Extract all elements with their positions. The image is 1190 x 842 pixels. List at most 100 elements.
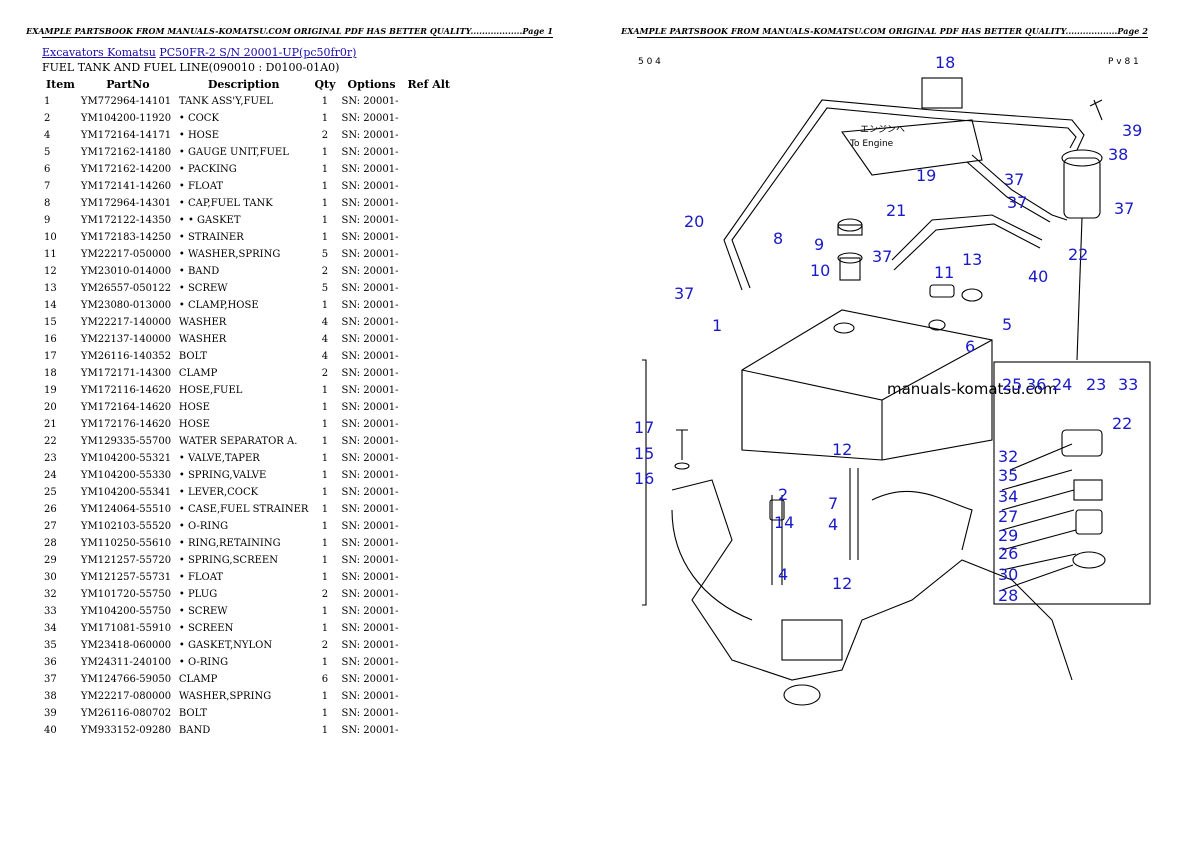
callout-9: 9 (814, 235, 824, 254)
callout-8: 8 (773, 229, 783, 248)
callout-39: 39 (1122, 121, 1142, 140)
quantity-cell: 1 (321, 487, 329, 498)
options-cell: SN: 20001- (341, 317, 399, 328)
description-cell: • O-RING (178, 657, 229, 668)
ref-alt-cell (404, 314, 455, 331)
callout-37-d: 37 (872, 247, 892, 266)
quantity-cell: 4 (321, 334, 329, 345)
description-cell: CLAMP (178, 368, 218, 379)
ref-alt-cell (404, 535, 455, 552)
ref-alt-cell (404, 705, 455, 722)
part-number-cell: YM104200-55330 (80, 470, 172, 481)
quantity-cell: 1 (321, 623, 329, 634)
detail-inset-frame (993, 361, 1151, 605)
callout-37-a: 37 (1004, 170, 1024, 189)
part-number-cell: YM110250-55610 (80, 538, 172, 549)
description-cell: • SPRING,VALVE (178, 470, 267, 481)
callout-2: 2 (778, 485, 788, 504)
quantity-cell: 1 (321, 385, 329, 396)
diagram-code-left: 5 0 4 (638, 57, 661, 67)
options-cell: SN: 20001- (341, 385, 399, 396)
quantity-cell: 5 (321, 283, 329, 294)
item-number-cell: 28 (44, 538, 57, 549)
item-number-cell: 33 (44, 606, 57, 617)
part-number-cell: YM172122-14350 (80, 215, 172, 226)
breadcrumb-model-link[interactable]: PC50FR-2 S/N 20001-UP(pc50fr0r) (159, 46, 357, 59)
item-number-cell: 7 (44, 181, 51, 192)
callout-30: 30 (998, 565, 1018, 584)
ref-alt-cell (404, 178, 455, 195)
options-cell: SN: 20001- (341, 708, 399, 719)
engine-label-jp: エンジンへ (860, 125, 905, 135)
hose-19-drawing (971, 154, 1068, 221)
ref-alt-cell (404, 433, 455, 450)
quantity-cell: 2 (321, 266, 329, 277)
callout-32: 32 (998, 447, 1018, 466)
item-number-cell: 39 (44, 708, 57, 719)
ref-alt-cell (404, 382, 455, 399)
callout-20: 20 (684, 212, 704, 231)
options-cell: SN: 20001- (341, 657, 399, 668)
options-cell: SN: 20001- (341, 623, 399, 634)
item-number-cell: 29 (44, 555, 57, 566)
quantity-cell: 1 (321, 300, 329, 311)
description-cell: • WASHER,SPRING (178, 249, 281, 260)
quantity-cell: 1 (321, 470, 329, 481)
callout-38: 38 (1108, 145, 1128, 164)
description-cell: • PACKING (178, 164, 237, 175)
item-number-cell: 38 (44, 691, 57, 702)
callout-12-b: 12 (832, 574, 852, 593)
item-number-cell: 2 (44, 113, 51, 124)
options-cell: SN: 20001- (341, 538, 399, 549)
callout-36: 36 (1026, 375, 1046, 394)
callout-28: 28 (998, 586, 1018, 605)
part-number-cell: YM22217-140000 (80, 317, 172, 328)
description-cell: WATER SEPARATOR A. (178, 436, 298, 447)
engine-label-en: To Engine (849, 139, 894, 149)
ref-alt-cell (404, 93, 455, 110)
quantity-cell: 1 (321, 521, 329, 532)
item-number-cell: 1 (44, 96, 51, 107)
description-cell: WASHER (178, 317, 227, 328)
options-cell: SN: 20001- (341, 266, 399, 277)
options-cell: SN: 20001- (341, 555, 399, 566)
quantity-cell: 1 (321, 436, 329, 447)
column-header: Options (347, 78, 396, 91)
callout-23: 23 (1086, 375, 1106, 394)
part-number-cell: YM22217-050000 (80, 249, 172, 260)
breadcrumb-category-link[interactable]: Excavators Komatsu (42, 46, 156, 59)
item-number-cell: 17 (44, 351, 57, 362)
description-cell: • SCREW (178, 283, 228, 294)
description-cell: • FLOAT (178, 572, 224, 583)
item-number-cell: 5 (44, 147, 51, 158)
part-number-cell: YM101720-55750 (80, 589, 172, 600)
callout-33: 33 (1118, 375, 1138, 394)
part-number-cell: YM171081-55910 (80, 623, 172, 634)
quantity-cell: 1 (321, 419, 329, 430)
options-cell: SN: 20001- (341, 351, 399, 362)
ref-alt-cell (404, 331, 455, 348)
description-cell: • HOSE (178, 130, 220, 141)
quantity-cell: 1 (321, 555, 329, 566)
options-cell: SN: 20001- (341, 419, 399, 430)
item-number-cell: 40 (44, 725, 57, 736)
part-number-cell: YM22137-140000 (80, 334, 172, 345)
quantity-cell: 1 (321, 96, 329, 107)
part-number-cell: YM104200-55341 (80, 487, 172, 498)
item-number-cell: 10 (44, 232, 57, 243)
part-number-cell: YM24311-240100 (80, 657, 172, 668)
item-number-cell: 4 (44, 130, 51, 141)
ref-alt-cell (404, 229, 455, 246)
callout-12-a: 12 (832, 440, 852, 459)
